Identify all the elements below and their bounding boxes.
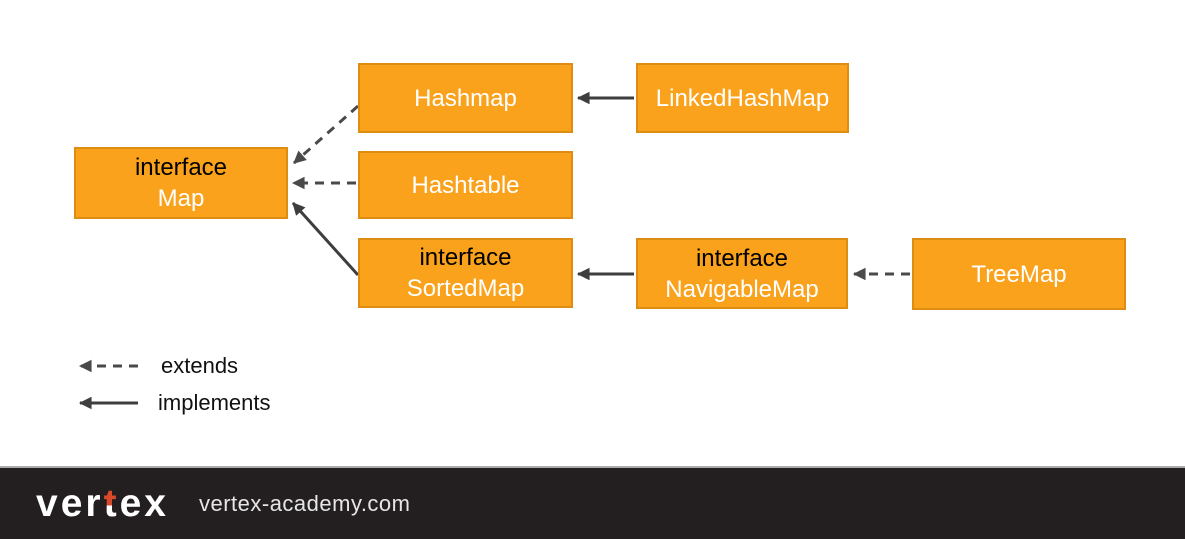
logo-t-white: t bbox=[103, 482, 120, 525]
node-stereotype: interface bbox=[695, 244, 789, 272]
node-name: SortedMap bbox=[406, 275, 525, 302]
node-treemap: TreeMap bbox=[912, 238, 1126, 310]
node-hashmap: Hashmap bbox=[358, 63, 573, 133]
logo-text-ex: ex bbox=[119, 482, 169, 525]
node-name: NavigableMap bbox=[665, 275, 819, 303]
footer-divider bbox=[0, 466, 1185, 468]
logo-text-ver: ver bbox=[36, 482, 104, 525]
node-hashtable: Hashtable bbox=[358, 151, 573, 219]
implements-arrow-sortedmap-to-map bbox=[291, 201, 360, 277]
node-interface-map: interface Map bbox=[74, 147, 288, 219]
node-name: TreeMap bbox=[971, 260, 1067, 288]
extends-arrow-hashmap-to-map bbox=[293, 104, 359, 165]
node-stereotype: interface bbox=[134, 154, 228, 181]
legend-extends-label: extends bbox=[161, 353, 239, 378]
footer-site-url: vertex-academy.com bbox=[198, 490, 411, 516]
node-stereotype: interface bbox=[419, 244, 512, 271]
node-name: LinkedHashMap bbox=[655, 84, 830, 112]
node-name: Hashmap bbox=[414, 84, 517, 112]
node-name: Map bbox=[157, 185, 205, 212]
legend-implements-label: implements bbox=[158, 390, 271, 415]
node-linkedhashmap: LinkedHashMap bbox=[636, 63, 849, 133]
arrows-layer bbox=[78, 91, 910, 410]
node-name: Hashtable bbox=[411, 171, 520, 199]
logo-t-red: t bbox=[103, 482, 120, 525]
node-interface-sortedmap: interface SortedMap bbox=[358, 238, 573, 308]
node-interface-navigablemap: interface NavigableMap bbox=[636, 238, 848, 309]
